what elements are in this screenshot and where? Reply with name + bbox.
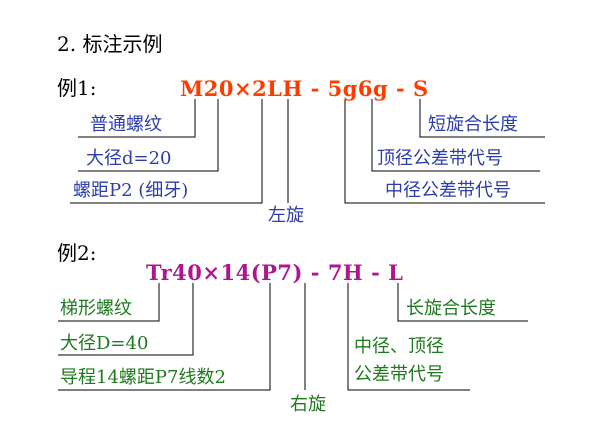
leader-crest-tol [371,99,540,172]
leader-lead [58,283,271,391]
annot-left-hand: 左旋 [268,205,304,226]
leader-trapezoid-thread [58,283,160,322]
annot-pitch: 螺距P2 (细牙) [73,180,189,201]
example2-code: Tr40×14(P7) - 7H - L [146,260,404,285]
annot-crest-tol: 顶径公差带代号 [377,148,503,169]
annot-major-dia: 大径d=20 [86,148,172,169]
page-title: 2. 标注示例 [57,32,163,56]
annot-tol-line2: 公差带代号 [354,364,444,385]
example2-label: 例2: [57,241,97,265]
leader-major-dia-2 [58,283,194,356]
annot-major-dia-2: 大径D=40 [60,333,149,354]
annot-lead: 导程14螺距P7线数2 [60,367,226,388]
example1-label: 例1: [57,76,97,100]
leader-tol-2 [347,283,470,391]
annot-right-hand: 右旋 [290,394,326,415]
annot-short-length: 短旋合长度 [428,114,518,135]
annot-trapezoid-thread: 梯形螺纹 [60,298,132,319]
example1-code: M20×2LH - 5g6g - S [180,76,429,101]
leader-pitch [70,99,263,204]
annot-ordinary-thread: 普通螺纹 [90,114,162,135]
leader-long-length [397,283,528,322]
leader-ordinary-thread [78,99,196,138]
annot-tol-line1: 中径、顶径 [354,336,444,357]
leader-pitch-tol [344,99,545,204]
annot-long-length: 长旋合长度 [406,298,496,319]
leader-short-length [419,99,545,138]
leader-major-dia [78,99,219,172]
annot-pitch-tol: 中径公差带代号 [385,180,511,201]
